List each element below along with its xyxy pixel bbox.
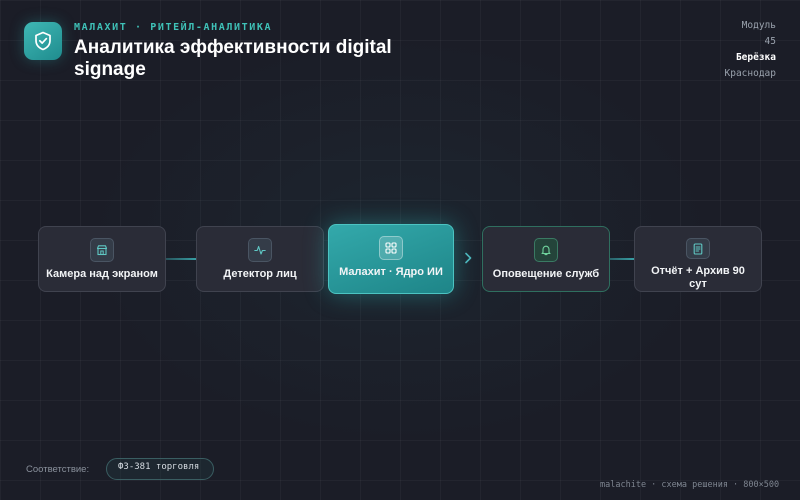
footer-caption: malachite · схема решения · 800×500 [600, 480, 780, 490]
grid-icon [385, 242, 397, 254]
flow-node-label: Детектор лиц [223, 268, 297, 280]
module-meta: Модуль 45 Берёзка Краснодар [725, 18, 776, 82]
site-name: Берёзка [735, 52, 776, 63]
flow-node-camera[interactable]: Камера над экраном [38, 226, 166, 292]
flow-node-core[interactable]: Малахит · Ядро ИИ [328, 224, 454, 294]
brand-kicker: МАЛАХИТ · РИТЕЙЛ-АНАЛИТИКА [74, 22, 273, 33]
flow-node-label: Оповещение служб [492, 268, 600, 280]
city-name: Краснодар [724, 68, 776, 79]
app-logo [24, 22, 62, 60]
page-title: Аналитика эффективности digital signage [74, 37, 392, 80]
flow-node-notify[interactable]: Оповещение служб [482, 226, 610, 292]
store-icon [96, 245, 108, 256]
shield-check-icon [35, 31, 51, 51]
connector-notify-report [604, 258, 634, 260]
module-label: Модуль [741, 20, 776, 31]
flow-node-report[interactable]: Отчёт + Архив 90 сут [634, 226, 762, 292]
flow-node-label: Камера над экраном [46, 268, 158, 280]
document-icon [693, 242, 703, 255]
flow-node-detector[interactable]: Детектор лиц [196, 226, 324, 292]
compliance-label: Соответствие: [26, 464, 90, 475]
compliance-badge: ФЗ-381 торговля [106, 458, 214, 480]
flow-node-label: Малахит · Ядро ИИ [339, 266, 443, 278]
pulse-icon [254, 245, 266, 255]
bell-icon [541, 245, 551, 256]
module-number: 45 [764, 36, 776, 47]
flow-node-label: Отчёт + Архив 90 сут [651, 265, 745, 290]
chevron-right-icon [461, 248, 475, 268]
connector-camera-detector [166, 258, 196, 260]
